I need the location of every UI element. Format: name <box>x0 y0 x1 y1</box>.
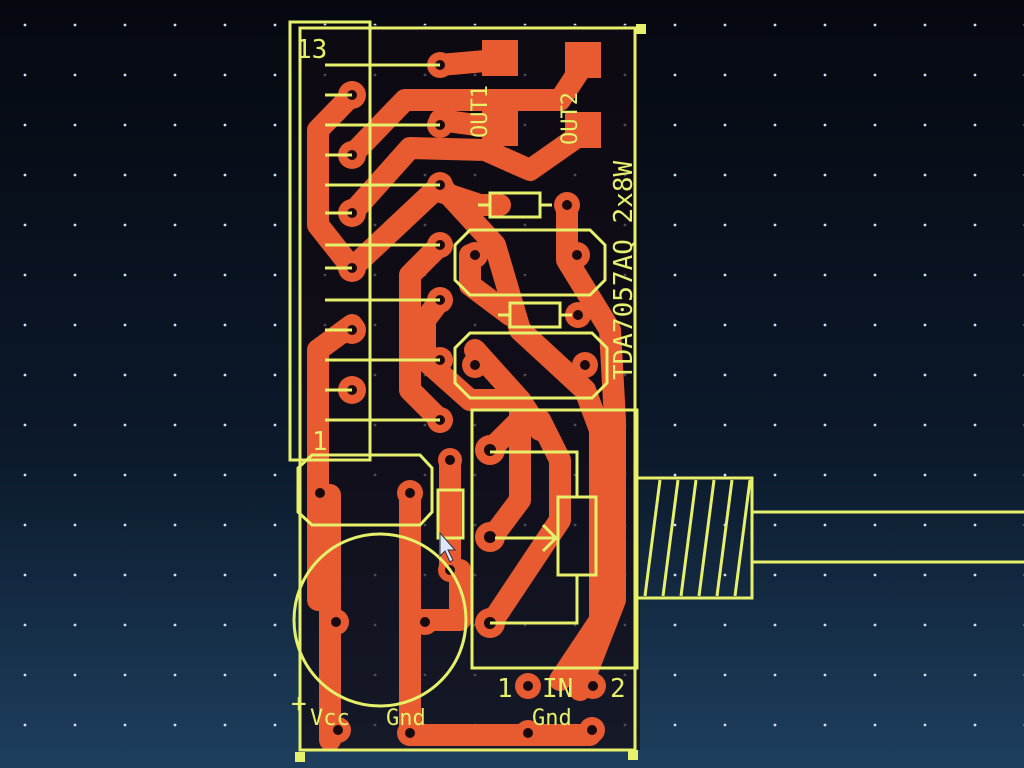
copper-pads <box>307 40 606 746</box>
corner-handle[interactable] <box>636 24 646 34</box>
capacitor-c1[interactable] <box>453 228 607 297</box>
corner-handle[interactable] <box>295 752 305 762</box>
input-pin2-label: 2 <box>610 674 626 704</box>
pin-label-1: 1 <box>312 427 328 457</box>
potentiometer-knob[interactable] <box>635 476 754 600</box>
pin-label-13: 13 <box>296 35 327 65</box>
knob-hatching <box>643 479 752 597</box>
out1-label: OUT1 <box>468 85 493 138</box>
capacitor-c3[interactable] <box>296 453 434 527</box>
chip-label: TDA7057AQ 2x8W <box>609 161 639 380</box>
silkscreen <box>288 20 1024 762</box>
gnd-power-label: Gnd <box>386 706 426 731</box>
plus-label: + <box>291 689 307 719</box>
out2-label: OUT2 <box>558 92 583 145</box>
input-pin1-label: 1 <box>497 674 513 704</box>
resistor-r3[interactable] <box>436 488 465 540</box>
board-outline[interactable] <box>298 26 637 752</box>
input-label: IN <box>542 674 573 704</box>
potentiometer-wiper[interactable] <box>556 495 598 577</box>
gnd-input-label: Gnd <box>532 706 572 731</box>
electrolytic-capacitor[interactable] <box>292 532 468 708</box>
corner-handle[interactable] <box>628 750 638 760</box>
mouse-cursor-icon <box>439 531 457 563</box>
capacitor-c2[interactable] <box>453 331 609 400</box>
vcc-label: Vcc <box>310 706 350 731</box>
